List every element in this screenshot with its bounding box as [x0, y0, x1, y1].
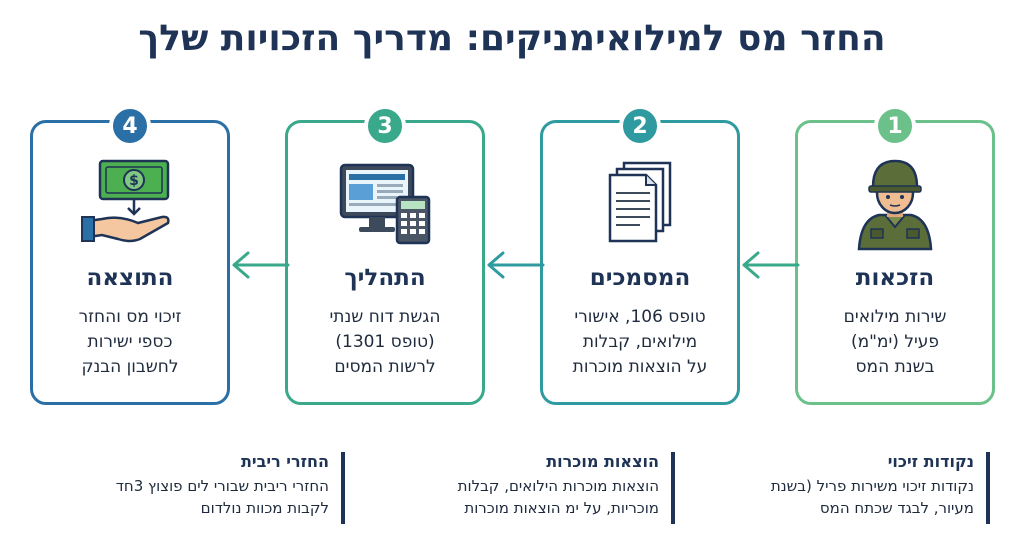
step-title: התוצאה — [86, 265, 174, 291]
note-body: החזרי ריבית שבורי לים פוצוץ 3חד לקבות מכ… — [45, 475, 329, 519]
note-interest-refunds: החזרי ריבית החזרי ריבית שבורי לים פוצוץ … — [45, 452, 345, 524]
step-card-process: 3 התהליך הגשת דוח שנתי (טופס 1301) לרשות… — [285, 105, 485, 405]
step-line: כספי ישירות — [87, 332, 173, 352]
step-title: התהליך — [344, 265, 426, 291]
step-line: לחשבון הבנק — [81, 357, 179, 377]
step-line: פעיל (ימ"מ) — [850, 332, 940, 352]
step-line: זיכוי מס והחזר — [78, 307, 182, 327]
note-body: נקודות זיכוי משירות פריל (בשנת מעיור, לב… — [690, 475, 974, 519]
note-line: נקודות זיכוי משירות פריל (בשנת — [770, 477, 974, 495]
step-card-documents: 2 המסמכים טופס 106, אישורי מילואים, קבלו… — [540, 105, 740, 405]
note-line: מוכריות, על ימ הוצאות מוכרות — [464, 499, 659, 517]
step-card-eligibility: 1 הזכאות שירות מילואים פעיל (ימ"מ) בשנת … — [795, 105, 995, 405]
step-title: הזכאות — [855, 265, 935, 291]
step-line: הגשת דוח שנתי — [329, 307, 441, 327]
step-title: המסמכים — [589, 265, 691, 291]
svg-text:$: $ — [129, 173, 139, 189]
step-badge: 1 — [874, 105, 916, 147]
soldier-icon — [845, 153, 945, 253]
page-title: החזר מס למילואימניקים: מדריך הזכויות שלך — [138, 18, 886, 59]
arrow-left-icon — [232, 251, 290, 279]
step-line: (טופס 1301) — [335, 332, 435, 352]
arrow-left-icon — [487, 251, 545, 279]
note-line: החזרי ריבית שבורי לים פוצוץ 3חד — [115, 477, 329, 495]
note-recognized-expenses: הוצאות מוכרות הוצאות מוכרות הילואים, קבל… — [375, 452, 675, 524]
step-description: טופס 106, אישורי מילואים, קבלות על הוצאו… — [551, 305, 729, 380]
step-line: על הוצאות מוכרות — [572, 357, 708, 377]
step-description: זיכוי מס והחזר כספי ישירות לחשבון הבנק — [41, 305, 219, 380]
note-body: הוצאות מוכרות הילואים, קבלות מוכריות, על… — [375, 475, 659, 519]
step-badge: 3 — [364, 105, 406, 147]
note-tax-credit-points: נקודות זיכוי נקודות זיכוי משירות פריל (ב… — [690, 452, 990, 524]
money-hand-icon: $ — [80, 153, 180, 253]
note-title: נקודות זיכוי — [887, 452, 974, 471]
note-line: הוצאות מוכרות הילואים, קבלות — [457, 477, 659, 495]
computer-calculator-icon — [335, 153, 435, 253]
documents-icon — [590, 153, 690, 253]
step-description: שירות מילואים פעיל (ימ"מ) בשנת המס — [806, 305, 984, 380]
step-card-result: 4 $ התוצאה זיכוי מס והחזר כספי ישירות לח… — [30, 105, 230, 405]
step-line: טופס 106, אישורי — [574, 307, 706, 327]
note-line: מעיור, לבגד שכתח המס — [819, 499, 974, 517]
step-line: בשנת המס — [855, 357, 935, 377]
step-line: לרשות המסים — [334, 357, 436, 377]
step-line: מילואים, קבלות — [582, 332, 698, 352]
note-line: לקבות מכוות נולדום — [200, 499, 329, 517]
note-title: הוצאות מוכרות — [546, 452, 659, 471]
step-line: שירות מילואים — [843, 307, 947, 327]
note-title: החזרי ריבית — [240, 452, 329, 471]
arrow-left-icon — [742, 251, 800, 279]
step-badge: 4 — [109, 105, 151, 147]
step-badge: 2 — [619, 105, 661, 147]
step-description: הגשת דוח שנתי (טופס 1301) לרשות המסים — [296, 305, 474, 380]
